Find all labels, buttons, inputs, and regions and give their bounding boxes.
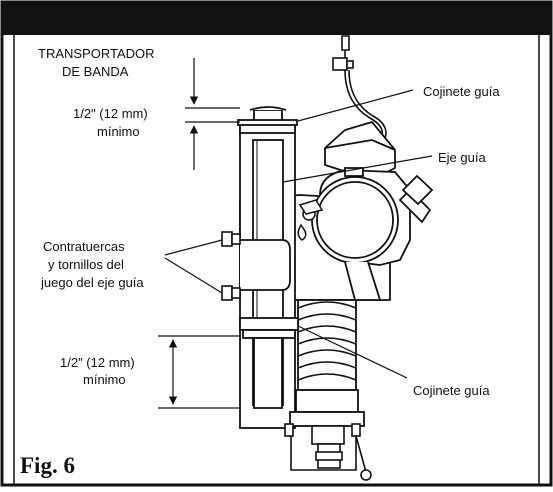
label-locknuts-1: Contratuercas bbox=[43, 239, 125, 254]
bottom-bearing bbox=[239, 317, 299, 409]
locknut-set bbox=[221, 231, 241, 301]
label-bearing-bottom: Cojinete guía bbox=[413, 383, 490, 398]
top-clearance-dimension bbox=[185, 58, 240, 170]
conveyor-belt-bar bbox=[2, 2, 551, 35]
label-bottom-clearance-1: 1/2" (12 mm) bbox=[60, 355, 135, 370]
leader-locknut-1 bbox=[164, 239, 223, 256]
label-top-clearance-1: 1/2" (12 mm) bbox=[73, 106, 148, 121]
spring bbox=[297, 301, 357, 381]
bottom-nut-bail bbox=[284, 423, 372, 481]
bottom-clearance-dimension bbox=[158, 335, 240, 409]
label-conveyor-1: TRANSPORTADOR bbox=[38, 46, 155, 61]
top-bearing bbox=[237, 106, 298, 134]
leader-lines bbox=[164, 89, 433, 379]
label-bottom-clearance-2: mínimo bbox=[83, 372, 126, 387]
leader-shaft bbox=[282, 155, 433, 183]
figure-label: Fig. 6 bbox=[20, 453, 75, 478]
leader-locknut-2 bbox=[164, 257, 223, 294]
label-shaft: Eje guía bbox=[438, 150, 486, 165]
leader-bearing-bottom bbox=[297, 325, 408, 379]
label-conveyor-2: DE BANDA bbox=[62, 64, 129, 79]
label-bearing-top: Cojinete guía bbox=[423, 84, 500, 99]
label-top-clearance-2: mínimo bbox=[97, 124, 140, 139]
leader-bearing-top bbox=[297, 89, 414, 122]
cotter-pin bbox=[297, 199, 324, 241]
label-locknuts-3: juego del eje guía bbox=[40, 275, 144, 290]
label-locknuts-2: y tornillos del bbox=[48, 257, 124, 272]
clamp-assembly bbox=[311, 167, 434, 301]
